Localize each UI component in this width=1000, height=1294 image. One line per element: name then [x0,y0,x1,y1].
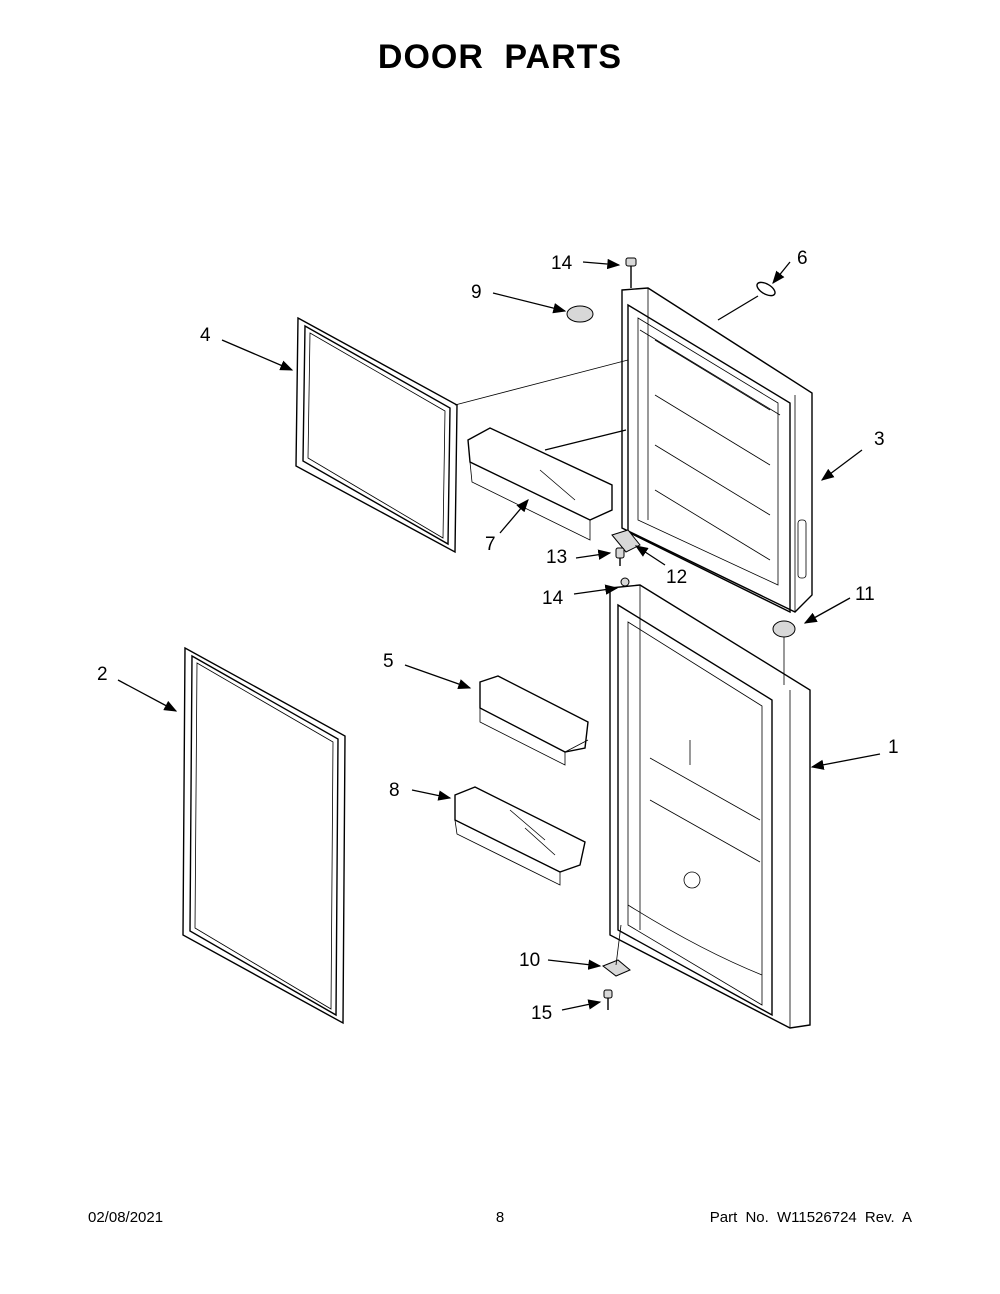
center-hinge-12 [611,529,641,553]
part-number: Part No. W11526724 Rev. A [709,1209,912,1226]
door-shelf-5 [479,675,589,766]
print-date: 02/08/2021 [88,1209,164,1226]
freezer-door [621,287,813,614]
callout-12: 12 [666,567,687,588]
callout-10: 10 [519,950,540,971]
fresh-food-door-gasket [182,646,346,1025]
callout-13: 13 [546,547,567,568]
callout-4: 4 [200,325,211,346]
screw-14-top [625,257,637,288]
freezer-door-gasket [295,316,458,554]
hinge-cap-11 [772,620,796,685]
callout-1: 1 [888,737,899,758]
callout-14-middle: 14 [542,588,564,609]
door-bin-8 [454,786,586,886]
callout-2: 2 [97,664,108,685]
screw-15 [603,989,613,1010]
washer-6 [756,281,776,297]
hinge-cap-9 [566,305,594,323]
page-number: 8 [495,1209,505,1226]
screw-14-middle [620,577,630,587]
bottom-hinge-10 [601,959,631,977]
door-bin-7 [467,427,613,541]
callout-11: 11 [855,584,875,605]
callout-15: 15 [531,1003,552,1024]
fresh-food-door [609,584,811,1029]
screw-13 [615,547,625,566]
callout-6: 6 [797,248,808,269]
callout-3: 3 [874,429,885,450]
page-title: DOOR PARTS [377,38,623,76]
callout-7: 7 [485,534,496,555]
callout-5: 5 [383,651,394,672]
callout-8: 8 [389,780,400,801]
callout-14-top: 14 [551,253,573,274]
callout-9: 9 [471,282,482,303]
